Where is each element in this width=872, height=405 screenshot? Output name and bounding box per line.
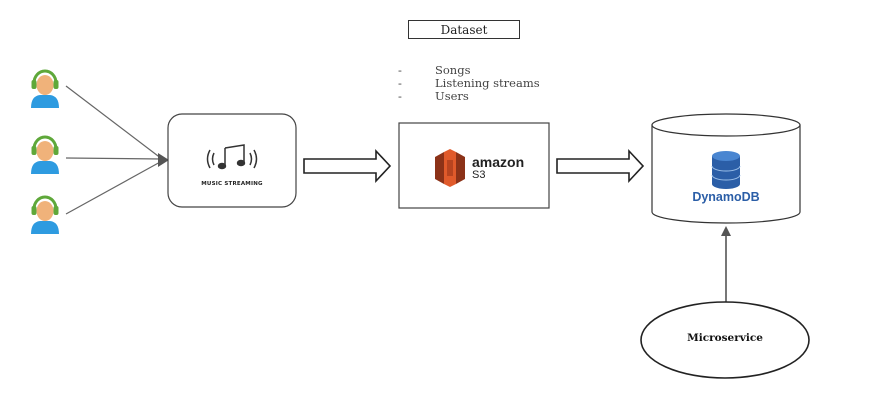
bullet-dash: - (398, 76, 402, 90)
user-icon-1 (29, 69, 61, 110)
bullet-dash: - (398, 63, 402, 77)
microservice-arrowhead (721, 226, 731, 236)
arrow-s3-to-dynamodb (556, 148, 645, 184)
music-streaming-icon (206, 144, 258, 170)
dataset-item-users: - Users (398, 90, 540, 103)
dataset-item-songs: - Songs (398, 64, 540, 77)
dataset-item-label: Users (435, 89, 469, 103)
music-streaming-label: MUSIC STREAMING (201, 181, 263, 187)
dynamodb-icon (711, 151, 741, 189)
amazon-s3-icon (435, 149, 465, 187)
user-connectors (65, 85, 163, 215)
connector-arrowhead (158, 153, 169, 167)
dataset-item-label: Songs (435, 63, 471, 77)
dataset-title: Dataset (408, 20, 520, 39)
microservice-label: Microservice (687, 332, 763, 344)
bullet-dash: - (398, 89, 402, 103)
s3-service-label: S3 (472, 169, 486, 181)
dynamodb-label: DynamoDB (692, 190, 760, 204)
amazon-brand-label: amazon (472, 154, 525, 170)
user-icon-3 (29, 195, 61, 236)
arrow-streaming-to-s3 (303, 148, 392, 184)
user-icon-2 (29, 135, 61, 176)
dataset-items: - Songs - Listening streams - Users (398, 64, 540, 103)
dataset-item-listening-streams: - Listening streams (398, 77, 540, 90)
microservice-ellipse (640, 301, 810, 379)
amazon-s3-box (398, 122, 550, 209)
music-streaming-box (167, 113, 297, 208)
dataset-item-label: Listening streams (435, 76, 540, 90)
